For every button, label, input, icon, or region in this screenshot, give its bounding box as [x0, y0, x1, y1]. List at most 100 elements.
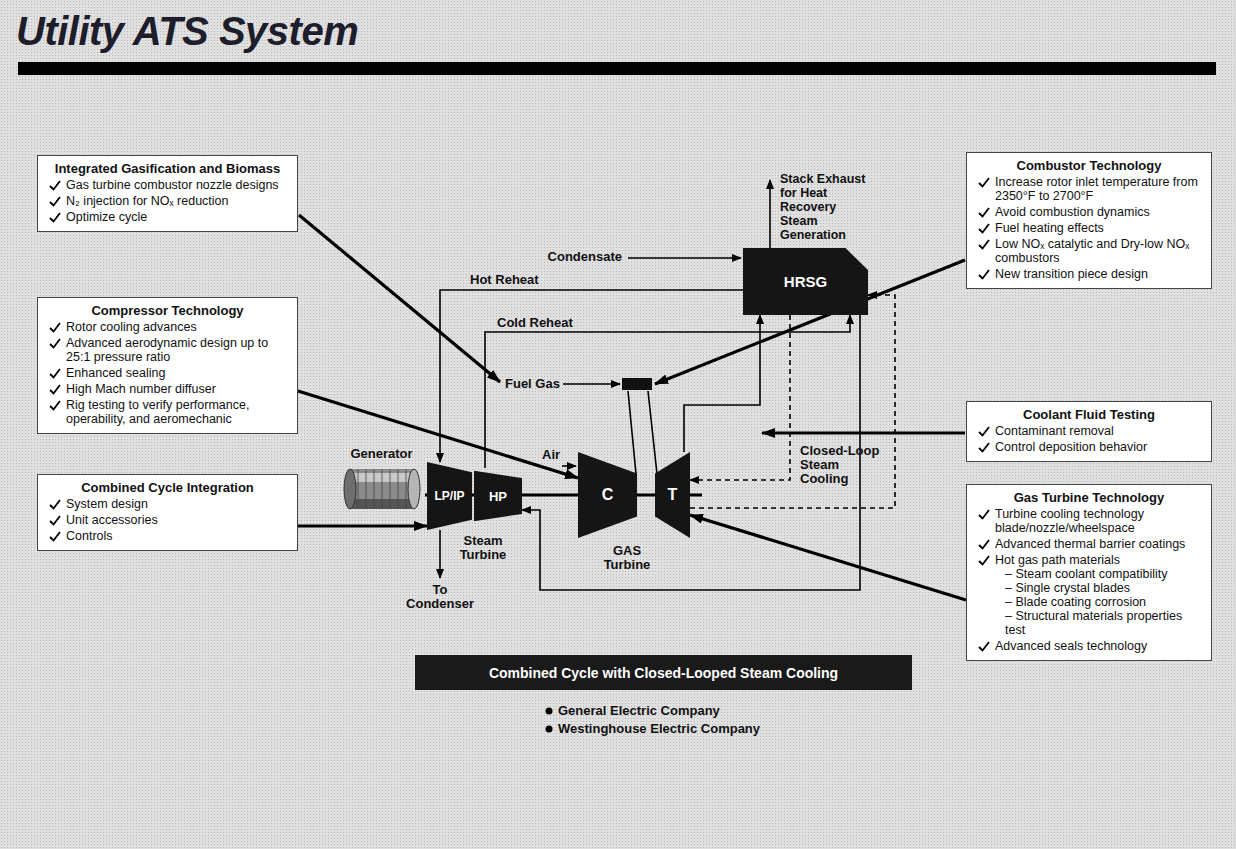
item-text: System design [66, 497, 148, 511]
item-text: Advanced seals technology [995, 639, 1147, 653]
generator-rib [406, 469, 407, 509]
check-stroke [50, 181, 60, 190]
leader-arrow [299, 215, 500, 382]
shaft-line [472, 494, 474, 497]
shaft-stub [690, 494, 702, 497]
list-item: – Blade coating corrosion [975, 595, 1203, 609]
check-mark [978, 269, 990, 280]
list-item: Contaminant removal [975, 424, 1203, 438]
list-item: Controls [46, 529, 289, 543]
check-mark [49, 499, 61, 510]
caption-band: Combined Cycle with Closed-Looped Steam … [415, 655, 912, 690]
list-item: Control deposition behavior [975, 440, 1203, 454]
shape-fill [578, 452, 637, 538]
item-text: High Mach number diffuser [66, 382, 216, 396]
bullet [546, 726, 553, 733]
check-mark [978, 442, 990, 453]
generator-rib [366, 469, 367, 509]
callout-box: Integrated Gasification and BiomassGas t… [37, 155, 298, 232]
shape-fill [427, 462, 472, 530]
item-text: – Structural materials properties test [1005, 609, 1182, 637]
generator-body [350, 469, 414, 509]
check-stroke [979, 240, 989, 249]
flow-label: To Condenser [403, 583, 477, 611]
hp-turbine: HP [474, 468, 522, 524]
list-item: Low NOₓ catalytic and Dry-low NOₓ combus… [975, 237, 1203, 265]
check-stroke [50, 516, 60, 525]
lp-ip-turbine: LP/IP [427, 462, 472, 530]
check-stroke [50, 339, 60, 348]
generator: Generator [338, 446, 425, 514]
line-label: Hot Reheat [470, 273, 539, 287]
shaft-line [425, 494, 427, 497]
item-text: Advanced thermal barrier coatings [995, 537, 1185, 551]
stack-exhaust-arrow [769, 180, 771, 248]
item-text: – Steam coolant compatibility [1005, 567, 1168, 581]
item-text: Optimize cycle [66, 210, 147, 224]
check-mark [978, 239, 990, 250]
air-arrow [562, 465, 576, 467]
shaft-line [522, 494, 578, 497]
generator-drawing [342, 466, 422, 512]
item-text: Low NOₓ catalytic and Dry-low NOₓ combus… [995, 237, 1189, 265]
generator-rib [382, 469, 383, 509]
item-text: Rig testing to verify performance, opera… [66, 398, 249, 426]
check-mark [49, 338, 61, 349]
list-item: Fuel heating effects [975, 221, 1203, 235]
leader-arrow [690, 515, 966, 600]
item-text: Contaminant removal [995, 424, 1114, 438]
item-text: Control deposition behavior [995, 440, 1147, 454]
compressor-discharge-line [628, 391, 636, 474]
check-mark [49, 400, 61, 411]
component-label: T [668, 486, 678, 504]
list-item: System design [46, 497, 289, 511]
list-item: – Structural materials properties test [975, 609, 1203, 637]
box-heading: Gas Turbine Technology [975, 490, 1203, 505]
item-text: N₂ injection for NOₓ reduction [66, 194, 229, 208]
box-heading: Coolant Fluid Testing [975, 407, 1203, 422]
list-item: Turbine cooling technology blade/nozzle/… [975, 507, 1203, 535]
check-stroke [979, 540, 989, 549]
shape-fill [743, 248, 868, 315]
leader-arrow [298, 524, 427, 527]
list-item: Increase rotor inlet temperature from 23… [975, 175, 1203, 203]
company-name: General Electric Company [558, 704, 720, 718]
item-text: Avoid combustion dynamics [995, 205, 1150, 219]
combustor-outlet-line [648, 391, 657, 474]
loop-label: Closed-Loop Steam Cooling [800, 444, 880, 486]
callout-box: Combustor TechnologyIncrease rotor inlet… [966, 152, 1212, 289]
generator-end [408, 469, 420, 509]
list-item: Gas turbine combustor nozzle designs [46, 178, 289, 192]
check-stroke [979, 443, 989, 452]
check-mark [978, 207, 990, 218]
check-mark [49, 196, 61, 207]
generator-rib [398, 469, 399, 509]
check-mark [978, 509, 990, 520]
generator-end [344, 469, 356, 509]
list-item: Advanced thermal barrier coatings [975, 537, 1203, 551]
flow-label: Fuel Gas [505, 377, 560, 391]
combustor [622, 378, 652, 390]
check-mark [978, 223, 990, 234]
list-item: Advanced aerodynamic design up to 25:1 p… [46, 336, 289, 364]
check-mark [49, 531, 61, 542]
condensate-arrow [628, 257, 741, 259]
check-mark [49, 368, 61, 379]
list-item: Avoid combustion dynamics [975, 205, 1203, 219]
check-stroke [50, 401, 60, 410]
check-stroke [50, 500, 60, 509]
section-label: GAS Turbine [596, 544, 658, 572]
title-bar [18, 62, 1216, 75]
check-stroke [979, 208, 989, 217]
line-label: Cold Reheat [497, 316, 573, 330]
check-mark [49, 515, 61, 526]
component-label: HP [489, 489, 507, 504]
check-stroke [979, 270, 989, 279]
company-name: Westinghouse Electric Company [558, 722, 760, 736]
list-item: Optimize cycle [46, 210, 289, 224]
callout-box: Coolant Fluid TestingContaminant removal… [966, 401, 1212, 462]
component-label: Generator [338, 446, 425, 461]
compressor: C [578, 452, 637, 538]
check-mark [49, 384, 61, 395]
steam-line [684, 315, 760, 452]
